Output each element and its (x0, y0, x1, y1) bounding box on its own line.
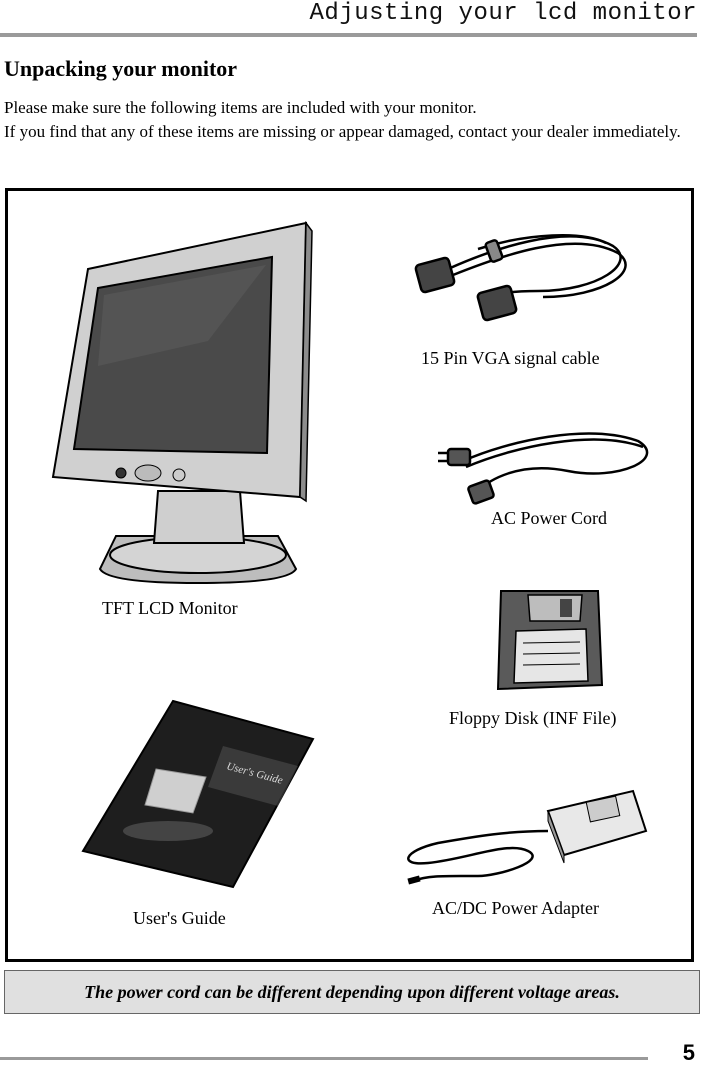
label-floppy-disk: Floppy Disk (INF File) (449, 708, 617, 728)
header-divider (0, 33, 697, 37)
label-vga-cable: 15 Pin VGA signal cable (421, 348, 600, 368)
footer-divider (0, 1057, 648, 1060)
label-ac-power-cord: AC Power Cord (491, 508, 607, 528)
label-users-guide: User's Guide (133, 908, 226, 928)
intro-text: Please make sure the following items are… (4, 96, 694, 144)
section-title: Unpacking your monitor (4, 56, 238, 81)
voltage-note: The power cord can be different dependin… (4, 970, 700, 1014)
vga-cable-illustration (414, 234, 627, 322)
intro-paragraph-2: If you find that any of these items are … (4, 122, 681, 141)
users-guide-illustration: User's Guide (81, 699, 315, 889)
power-adapter-illustration (407, 789, 648, 885)
floppy-disk-illustration (496, 590, 604, 691)
label-tft-lcd-monitor: TFT LCD Monitor (102, 598, 238, 618)
voltage-note-text: The power cord can be different dependin… (84, 981, 620, 1002)
package-contents-box: User's Guide TFT LCD Monitor 15 Pin VGA … (5, 188, 694, 962)
intro-paragraph-1: Please make sure the following items are… (4, 98, 477, 117)
label-ac-dc-adapter: AC/DC Power Adapter (432, 898, 599, 918)
page-header-title: Adjusting your lcd monitor (309, 0, 697, 27)
power-cord-illustration (438, 432, 648, 505)
page-number: 5 (682, 1040, 695, 1065)
monitor-illustration (51, 220, 313, 585)
